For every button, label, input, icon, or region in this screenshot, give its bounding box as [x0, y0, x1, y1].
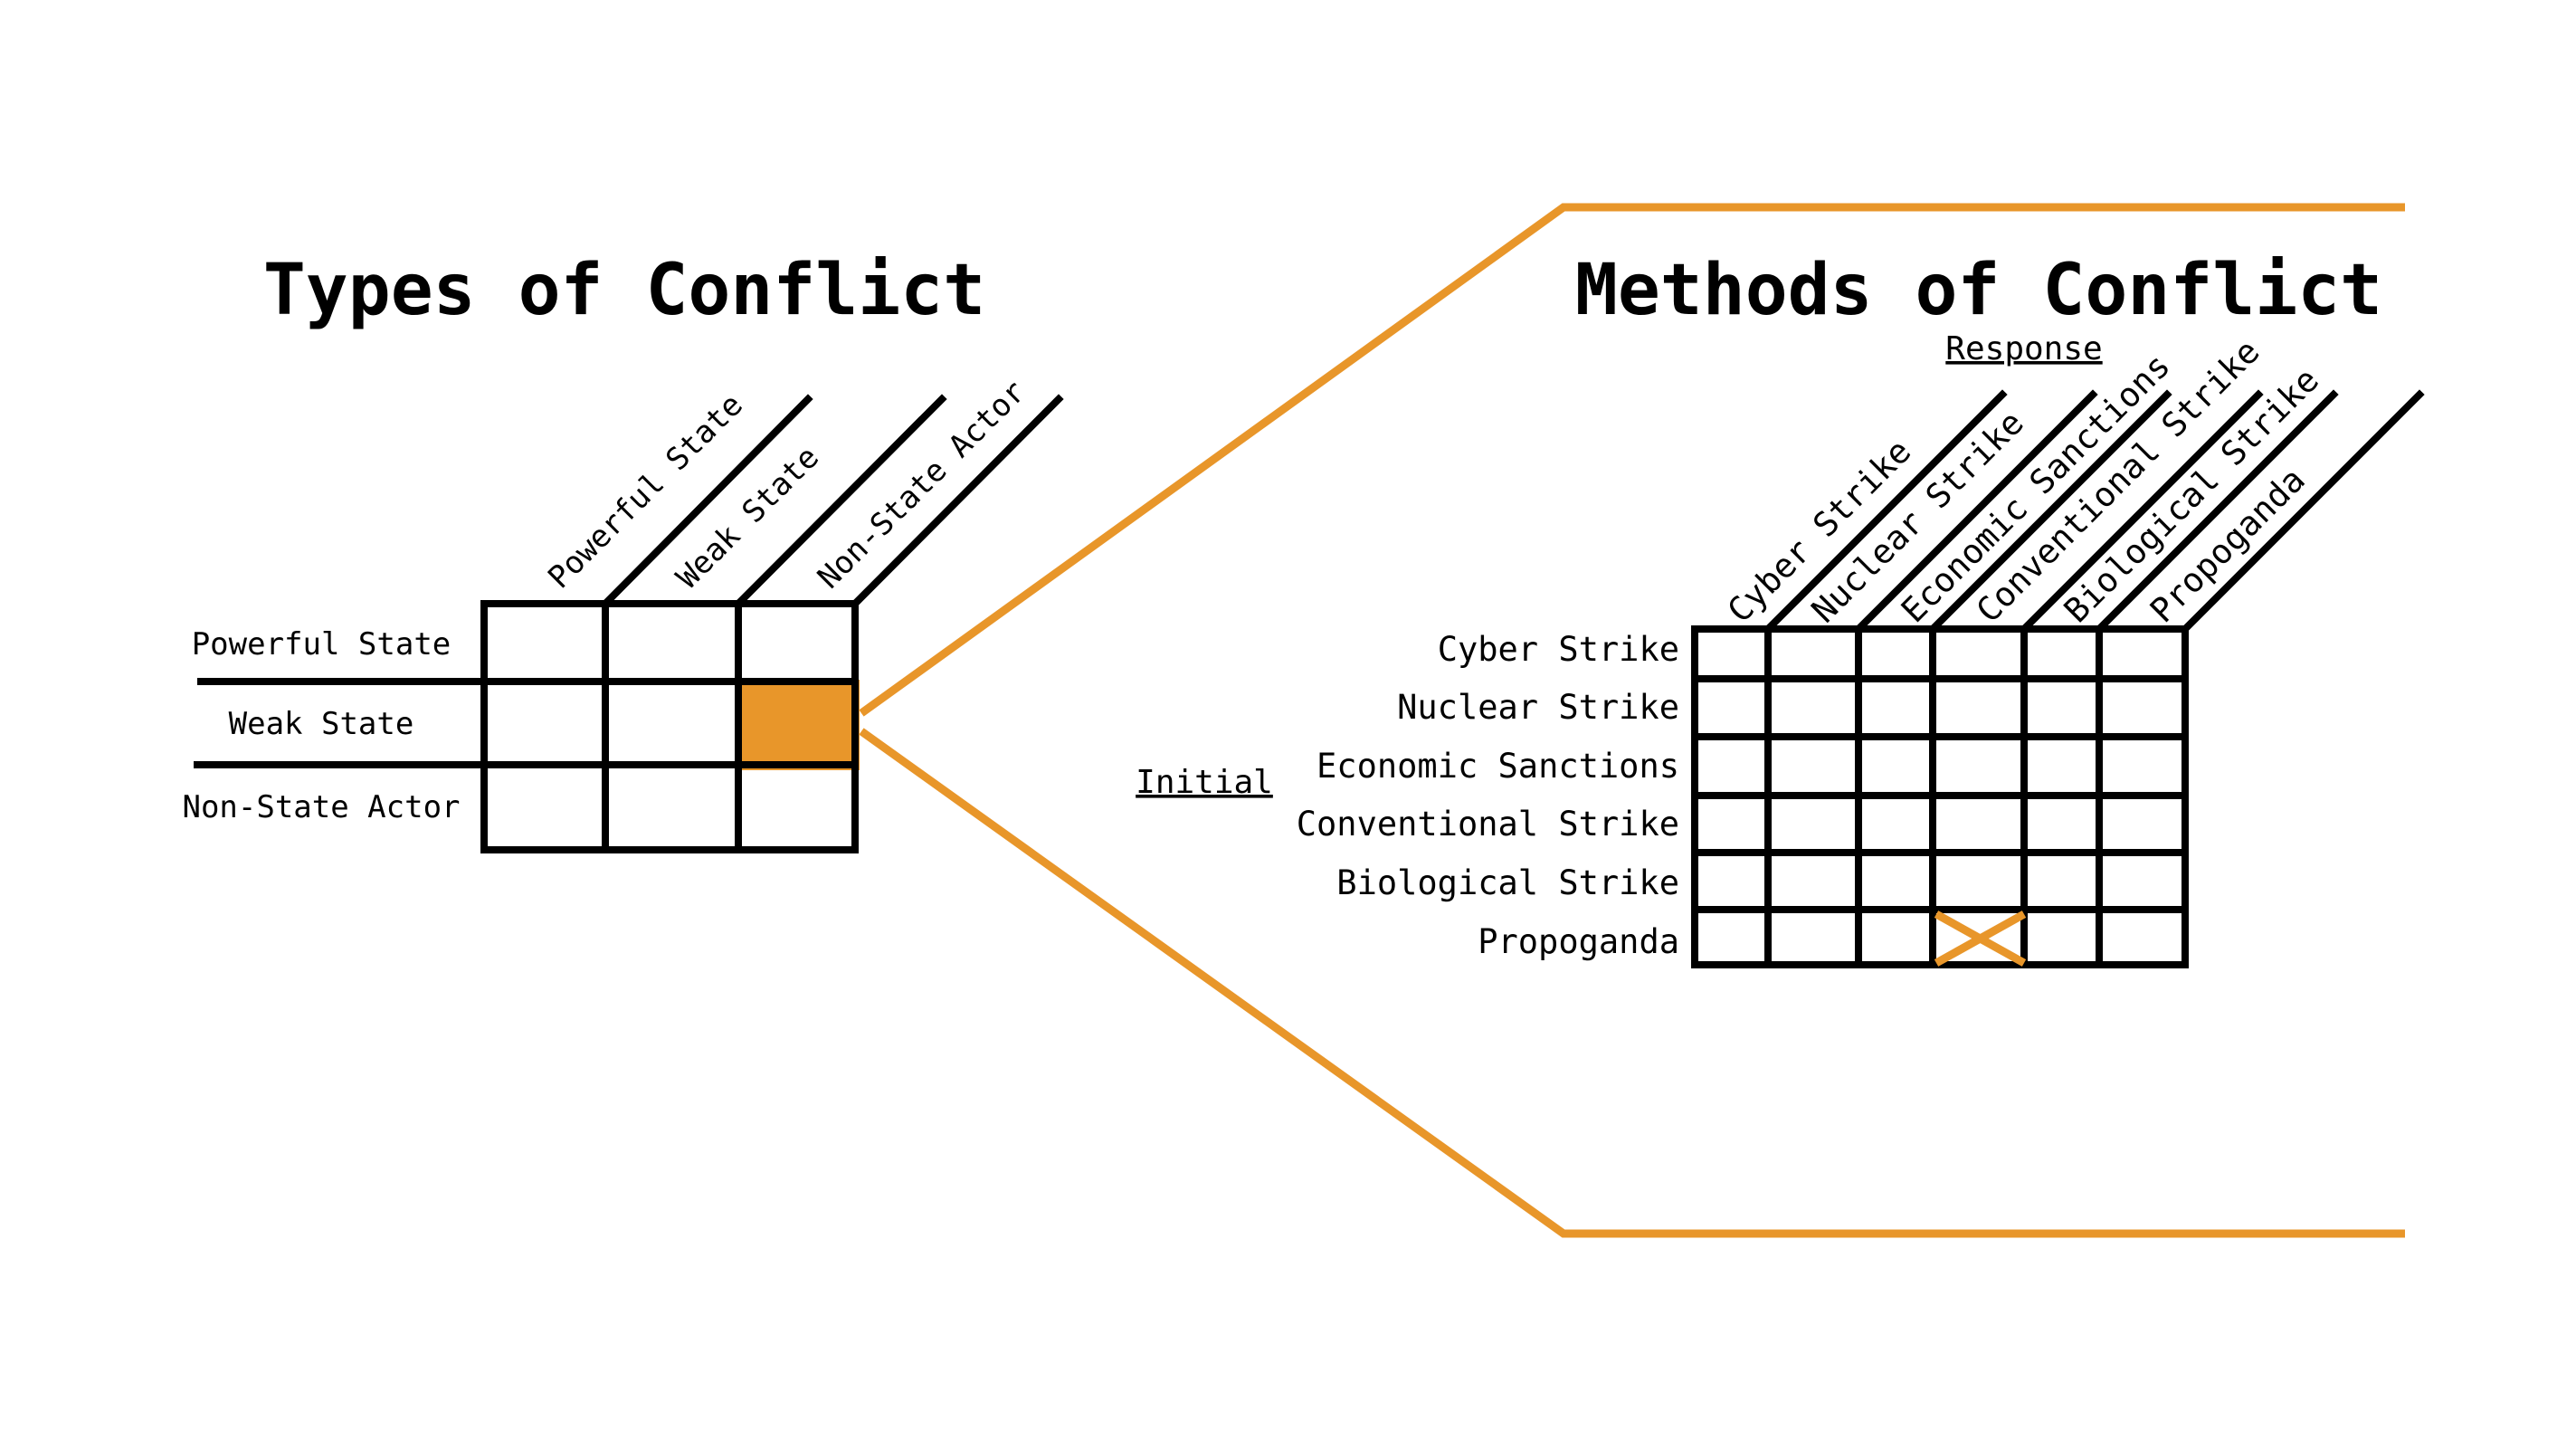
methods-title: Methods of Conflict [1575, 250, 2382, 331]
types-row-headers: Powerful State Weak State Non-State Acto… [182, 626, 460, 825]
methods-col-slant [1853, 389, 2098, 634]
methods-row-header: Economic Sanctions [1317, 747, 1679, 786]
connector-lower [859, 728, 2405, 1238]
methods-row-header: Cyber Strike [1438, 630, 1679, 669]
types-col-slant [733, 394, 947, 609]
types-title: Types of Conflict [263, 250, 985, 331]
types-row-header: Powerful State [192, 626, 452, 663]
types-col-header: Non-State Actor [811, 374, 1032, 596]
methods-row-header: Propoganda [1478, 922, 1679, 961]
types-col-slant [600, 394, 813, 609]
methods-row-headers: Cyber Strike Nuclear Strike Economic San… [1297, 630, 1679, 961]
types-row-header: Weak State [229, 706, 414, 742]
response-label: Response [1945, 330, 2102, 367]
types-column-headers: Powerful State Weak State Non-State Acto… [541, 374, 1032, 596]
methods-col-slant [2019, 389, 2264, 634]
initial-label: Initial [1136, 764, 1273, 801]
methods-col-slant [1763, 389, 2008, 634]
methods-marked-cell [1934, 910, 2027, 967]
methods-row-header: Biological Strike [1336, 863, 1679, 902]
zoom-connector [859, 203, 2405, 1238]
cross-mark-line [1934, 910, 2027, 967]
types-highlighted-cell [735, 680, 860, 770]
methods-col-slant [2094, 389, 2339, 634]
types-row-header: Non-State Actor [182, 789, 460, 825]
methods-col-slant [1927, 389, 2172, 634]
types-col-slant [850, 394, 1064, 609]
types-grid-border [480, 600, 859, 853]
types-matrix [194, 394, 1064, 853]
methods-col-slant [2180, 389, 2425, 634]
methods-matrix [1691, 389, 2425, 968]
connector-upper [859, 203, 2405, 717]
methods-row-header: Nuclear Strike [1397, 688, 1679, 727]
methods-row-header: Conventional Strike [1297, 805, 1679, 844]
